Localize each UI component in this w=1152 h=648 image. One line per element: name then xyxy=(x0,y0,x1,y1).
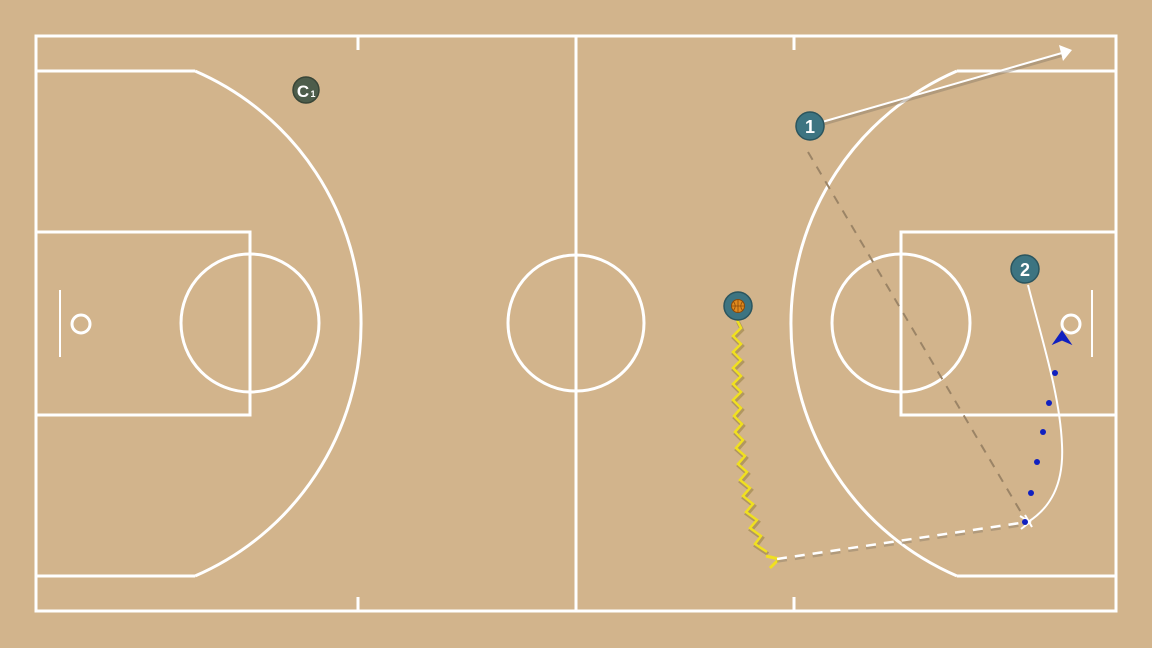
right-three-point-arc xyxy=(789,69,958,578)
player-2-curved-cut-end xyxy=(1019,514,1033,530)
left-key xyxy=(34,230,252,417)
player-1-dashed-cut xyxy=(807,151,1023,515)
left-three-point-arc xyxy=(194,69,363,578)
right-free-throw-circle xyxy=(830,252,972,394)
player-with-ball-marker[interactable] xyxy=(723,291,753,321)
court-lines xyxy=(34,34,1118,613)
player-2-marker[interactable]: 2 xyxy=(1010,254,1040,284)
coach-sub-label: 1 xyxy=(310,89,315,99)
player-1-marker[interactable]: 1 xyxy=(795,111,825,141)
right-key xyxy=(899,230,1118,417)
player-1-cut-line xyxy=(821,52,1063,123)
left-hoop xyxy=(70,313,92,335)
pass-dashed-line-shadow xyxy=(776,523,1021,563)
screen-dotted-path xyxy=(1022,370,1058,525)
center-circle xyxy=(506,253,646,393)
coach-marker[interactable]: C 1 xyxy=(292,76,320,104)
basketball-icon xyxy=(731,299,745,313)
player-1-cut-arrow xyxy=(821,53,1063,126)
dribble-path xyxy=(731,319,768,554)
pass-dashed-line xyxy=(776,521,1021,561)
right-hoop xyxy=(1060,313,1082,335)
player-2-curved-cut xyxy=(1027,284,1064,523)
player-2-label: 2 xyxy=(1020,260,1030,280)
play-actions xyxy=(731,45,1073,570)
screen-arrowhead xyxy=(1051,330,1073,346)
player-1-arrowhead xyxy=(1059,45,1072,61)
left-free-throw-circle xyxy=(179,252,321,394)
player-1-label: 1 xyxy=(805,117,815,137)
players: C 1 1 2 xyxy=(292,76,1040,321)
coach-label: C xyxy=(297,82,309,101)
